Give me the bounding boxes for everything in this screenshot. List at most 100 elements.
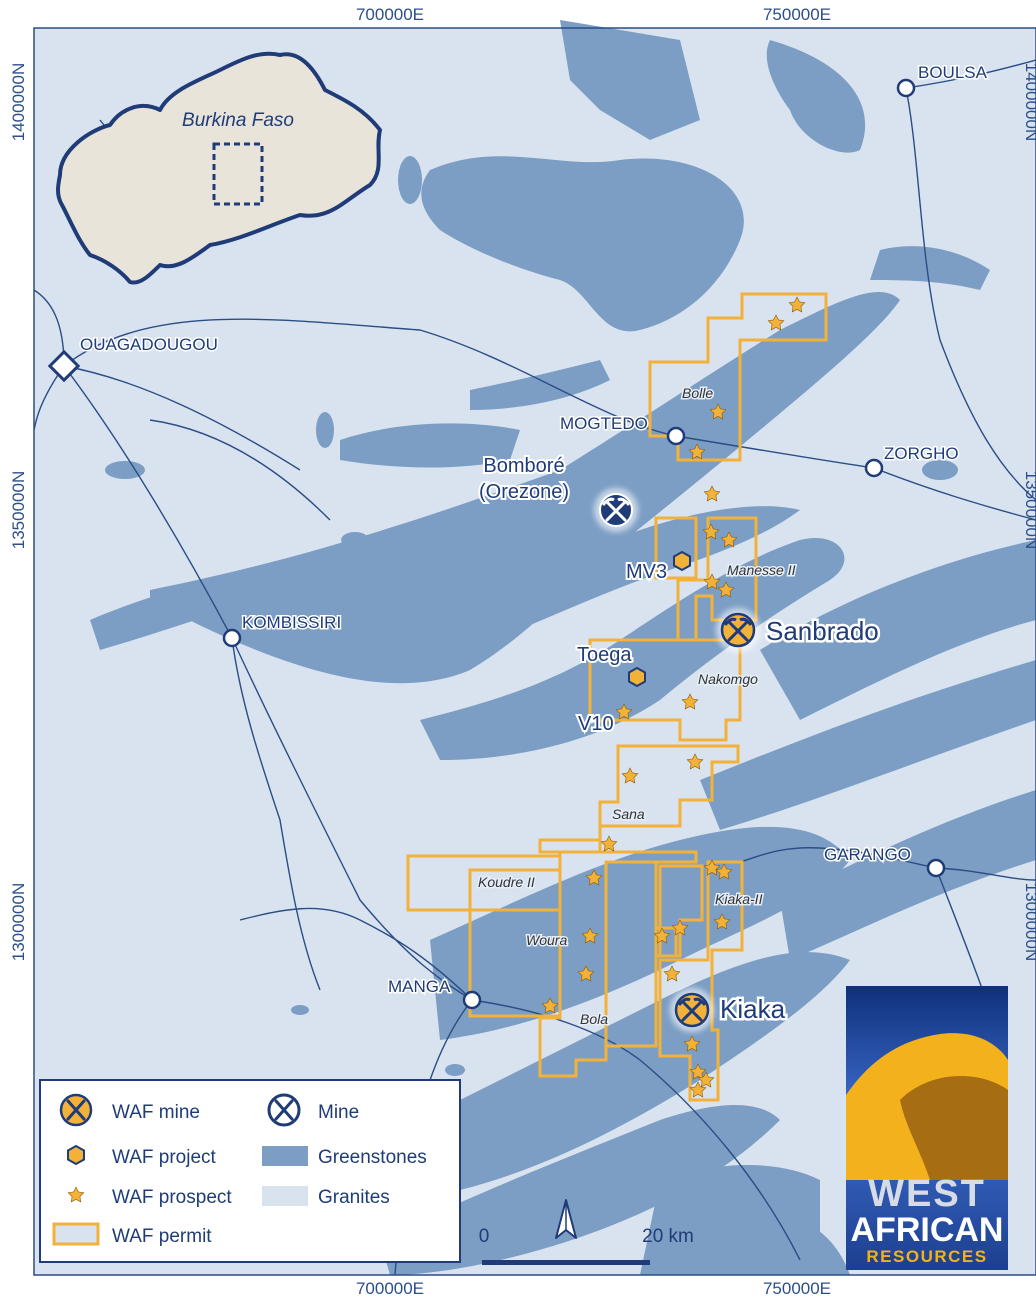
town-marker-zorgho	[864, 458, 884, 478]
waf-project-icon-mv3	[673, 550, 691, 572]
prospect-star	[697, 1071, 715, 1088]
prospect-star	[703, 573, 721, 590]
legend-mine: Mine	[318, 1102, 359, 1123]
town-label-manga: MANGA	[388, 977, 451, 996]
scale-bar: 0 20 km	[479, 1226, 694, 1265]
prospect-star	[671, 919, 689, 936]
north-arrow-icon	[555, 1199, 577, 1239]
bombore-label-line1: Bomboré	[483, 455, 564, 477]
town-label-boulsa: BOULSA	[918, 63, 988, 82]
top-grid-label-2: 750000E	[763, 5, 831, 24]
town-label-ouagadougou: OUAGADOUGOU	[80, 335, 218, 354]
prospect-label-bolle: Bolle	[682, 385, 713, 401]
right-grid-label-3: 1300000N	[1022, 883, 1036, 961]
prospect-star	[621, 767, 639, 784]
prospect-star	[600, 835, 618, 852]
prospect-star	[585, 869, 603, 886]
prospect-label-koudre: Koudre II	[478, 874, 535, 890]
prospect-star	[688, 443, 706, 460]
prospect-star	[720, 531, 738, 548]
town-marker-boulsa	[896, 78, 916, 98]
project-area-box	[212, 142, 264, 206]
prospect-star	[703, 859, 721, 876]
town-marker-manga	[462, 990, 482, 1010]
prospect-star	[686, 753, 704, 770]
capital-marker-ouagadougou	[47, 349, 81, 383]
prospect-star	[681, 693, 699, 710]
prospect-star	[788, 296, 806, 313]
mine-label-kiaka: Kiaka	[720, 994, 786, 1024]
right-grid-label-2: 1350000N	[1022, 471, 1036, 549]
legend-waf-mine: WAF mine	[112, 1102, 200, 1123]
inset-country-label: Burkina Faso	[182, 110, 294, 131]
prospect-star	[715, 863, 733, 880]
waf-project-icon	[67, 1144, 85, 1166]
roads-layer	[33, 59, 1036, 1276]
top-grid-label-1: 700000E	[356, 5, 424, 24]
prospect-label-sana: Sana	[612, 806, 645, 822]
prospect-stars	[541, 296, 806, 1098]
prospect-star	[615, 703, 633, 720]
town-label-zorgho: ZORGHO	[884, 444, 959, 463]
prospect-star-icon	[67, 1186, 85, 1203]
prospect-star	[689, 1081, 707, 1098]
waf-project-icon-toega	[628, 666, 646, 688]
project-label-mv3: MV3	[626, 561, 667, 583]
town-label-mogtedo: MOGTEDO	[560, 414, 648, 433]
bottom-grid-label-2: 750000E	[763, 1279, 831, 1298]
kiaka-mine: Kiaka	[674, 992, 788, 1028]
left-grid-label-1: 1400000N	[9, 63, 28, 141]
prospect-star	[702, 523, 720, 540]
prospect-star	[581, 927, 599, 944]
prospect-star	[689, 1063, 707, 1080]
legend-greenstones: Greenstones	[318, 1147, 427, 1168]
prospect-label-kiaka2: Kiaka-II	[715, 891, 763, 907]
scale-end-label: 20 km	[642, 1226, 694, 1247]
granites-swatch	[262, 1186, 308, 1206]
prospect-star	[663, 965, 681, 982]
prospect-label-bola: Bola	[580, 1011, 608, 1027]
map-legend: WAF mine Mine WAF project Greenstones WA…	[39, 1079, 461, 1263]
prospect-label-manesse: Manesse II	[727, 562, 796, 578]
greenstones-swatch	[262, 1146, 308, 1166]
town-label-kombissiri: KOMBISSIRI	[242, 613, 341, 632]
permit-swatch	[52, 1222, 100, 1246]
town-label-garango: GARANGO	[824, 845, 911, 864]
scale-start-label: 0	[479, 1226, 490, 1247]
prospect-star	[717, 581, 735, 598]
sanbrado-mine: Sanbrado	[720, 612, 881, 649]
burkina-faso-inset: Burkina Faso	[56, 51, 382, 285]
logo-line-1: WEST	[868, 1173, 986, 1215]
legend-waf-prospect: WAF prospect	[112, 1187, 232, 1208]
town-marker-kombissiri	[222, 628, 242, 648]
logo-line-2: AFRICAN	[851, 1211, 1004, 1249]
left-grid-label-3: 1300000N	[9, 883, 28, 961]
prospect-star	[767, 314, 785, 331]
prospect-label-nakomgo: Nakomgo	[698, 671, 758, 687]
greenstones-layer	[90, 20, 1036, 1275]
town-marker-garango	[926, 858, 946, 878]
prospect-label-woura: Woura	[526, 932, 567, 948]
prospect-star	[683, 1035, 701, 1052]
west-african-resources-logo: WEST AFRICAN RESOURCES	[846, 986, 1008, 1270]
left-grid-label-2: 1350000N	[9, 471, 28, 549]
bombore-mine: Bomboré (Orezone)	[477, 453, 633, 527]
project-label-toega: Toega	[577, 644, 632, 666]
legend-granites: Granites	[318, 1187, 390, 1208]
bottom-grid-label-1: 700000E	[356, 1279, 424, 1298]
mine-label-sanbrado: Sanbrado	[766, 616, 879, 646]
prospect-star	[713, 913, 731, 930]
prospect-star	[653, 927, 671, 944]
legend-waf-permit: WAF permit	[112, 1226, 212, 1247]
prospect-star	[709, 403, 727, 420]
logo-line-3: RESOURCES	[866, 1247, 987, 1266]
prospect-star	[703, 485, 721, 502]
right-grid-label-1: 1400000N	[1022, 63, 1036, 141]
town-marker-mogtedo	[666, 426, 686, 446]
legend-waf-project: WAF project	[112, 1147, 217, 1168]
prospect-star	[541, 997, 559, 1014]
project-label-v10: V10	[578, 713, 614, 735]
prospect-star	[577, 965, 595, 982]
bombore-label-line2: (Orezone)	[479, 481, 569, 503]
